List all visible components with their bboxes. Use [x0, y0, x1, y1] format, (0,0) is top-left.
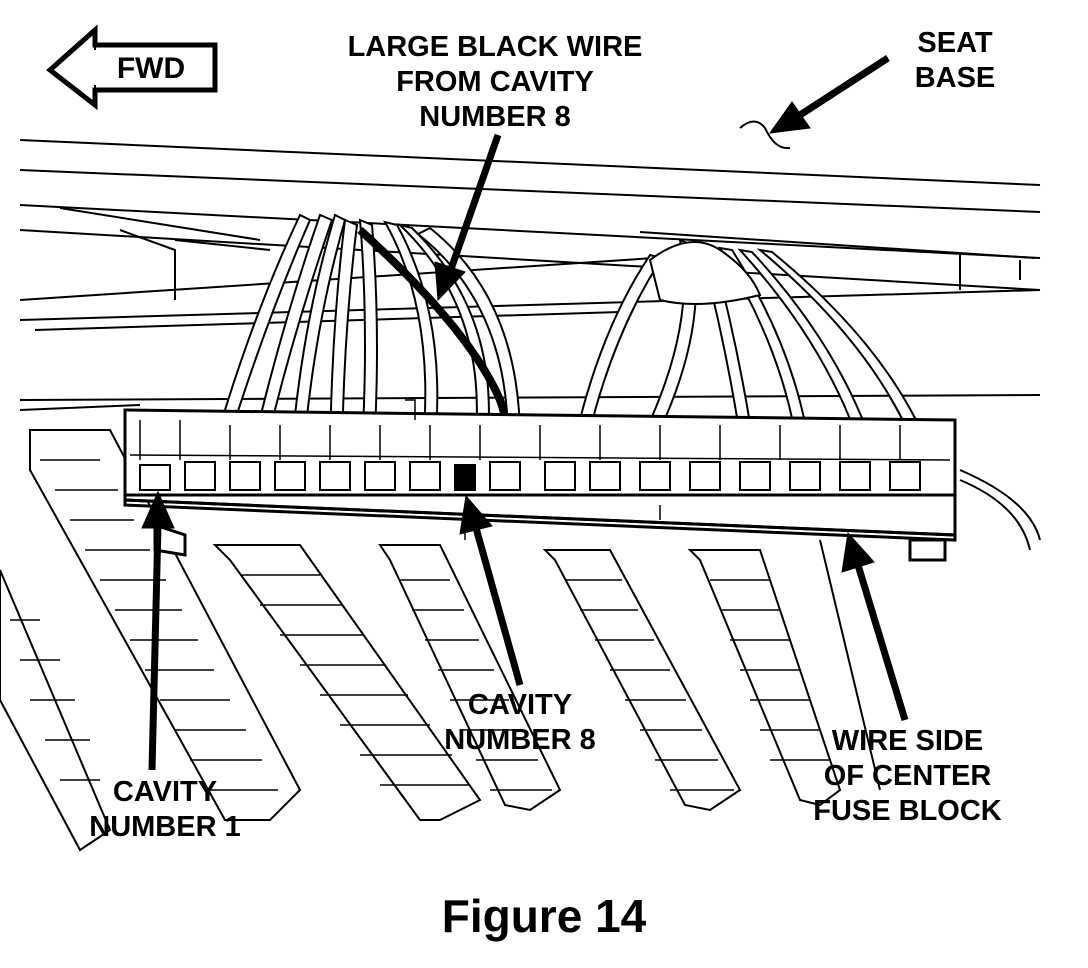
- callout-line: CAVITY: [467, 689, 573, 721]
- callout-line: BASE: [914, 62, 996, 94]
- floor-curves: [819, 469, 1041, 791]
- callout-line: LARGE BLACK WIRE: [347, 31, 643, 63]
- callout-line: WIRE SIDE: [831, 725, 984, 757]
- callout-line: FUSE BLOCK: [813, 795, 1002, 827]
- figure-caption: Figure 14: [441, 890, 647, 942]
- seat-base-squiggle: [739, 120, 791, 150]
- callout-line: NUMBER 8: [419, 101, 571, 133]
- slot-hatching: [10, 459, 830, 791]
- callout-line: OF CENTER: [823, 760, 992, 792]
- wire-side-callout: WIRE SIDE OF CENTER FUSE BLOCK: [795, 724, 1020, 829]
- callout-line: SEAT: [917, 27, 993, 59]
- callout-line: NUMBER 8: [444, 724, 596, 756]
- callout-line: CAVITY: [112, 776, 218, 808]
- seat-base-lines: [19, 139, 1041, 411]
- callout-line: NUMBER 1: [89, 811, 241, 843]
- leader-arrows: [141, 55, 909, 771]
- tape-wrap: [648, 241, 762, 305]
- floor-slots: [0, 429, 842, 852]
- large-black-wire-callout: LARGE BLACK WIRE FROM CAVITY NUMBER 8: [320, 30, 670, 135]
- fwd-direction-label: FWD: [116, 52, 186, 85]
- callout-line: FROM CAVITY: [396, 66, 594, 98]
- seat-base-callout: SEAT BASE: [880, 26, 1030, 96]
- cavity-number-1-callout: CAVITY NUMBER 1: [70, 775, 260, 845]
- fuse-cavities: [139, 461, 921, 491]
- cavity-number-8-callout: CAVITY NUMBER 8: [420, 688, 620, 758]
- fwd-arrow-icon: [46, 24, 218, 111]
